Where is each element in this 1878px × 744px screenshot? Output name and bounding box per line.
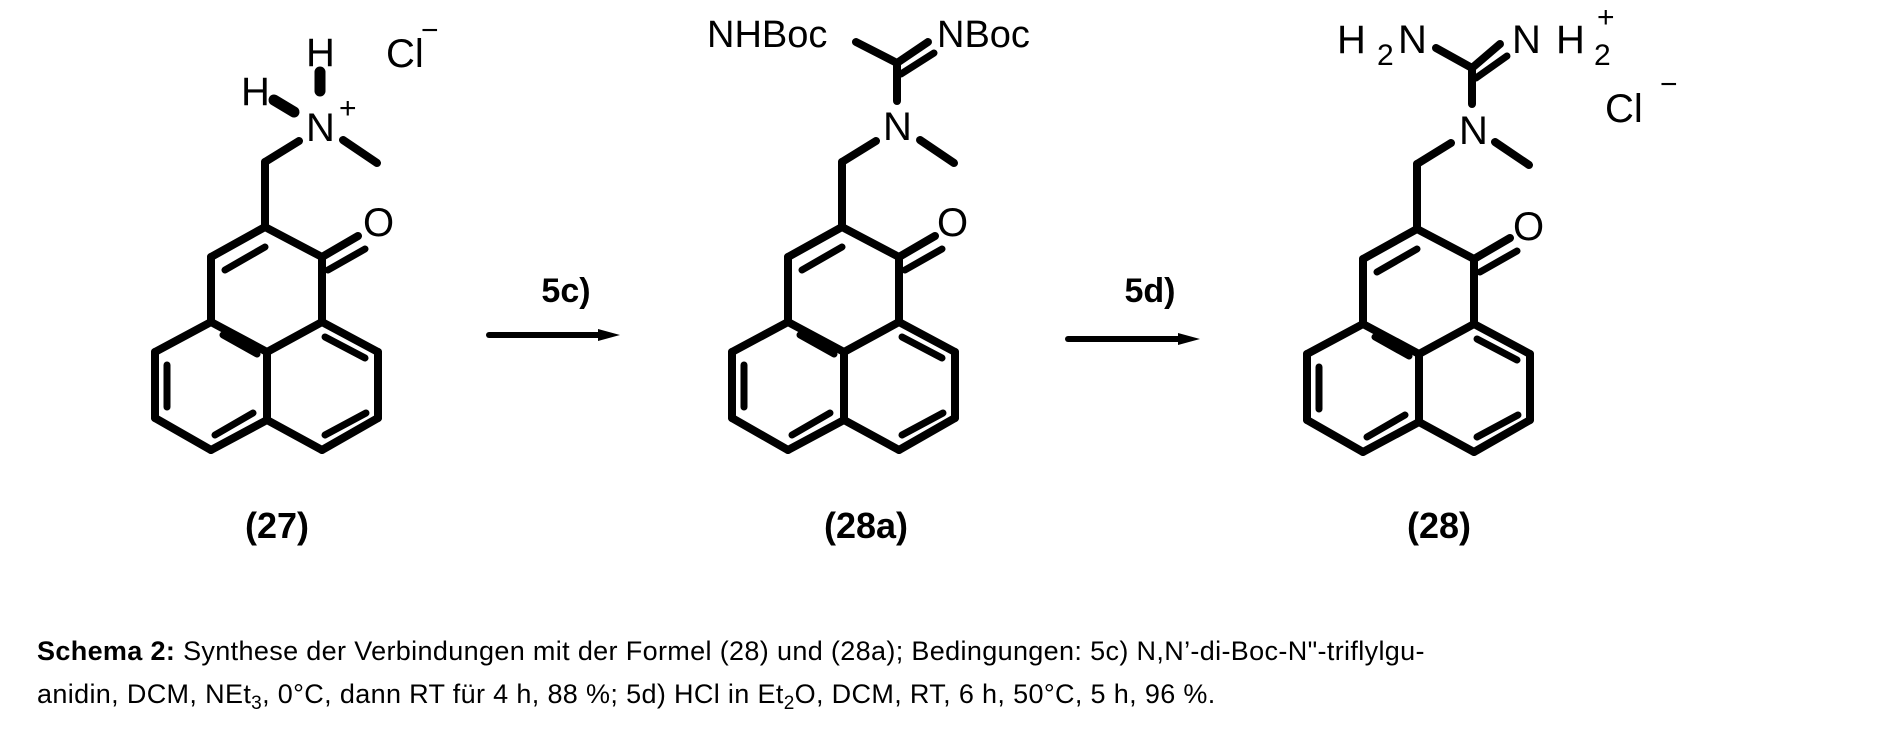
chloride-charge: − [1660, 68, 1678, 101]
scheme-caption: Schema 2: Synthese der Verbindungen mit … [37, 630, 1837, 716]
compound-28a: O N NHBoc NBoc (28a) [707, 14, 1030, 546]
condition-label-5d: 5d) [1125, 272, 1176, 310]
nboc-group: NBoc [937, 14, 1030, 56]
amino-group: H 2 N [1337, 18, 1427, 72]
ammonium-charge: + [339, 92, 357, 125]
arrowhead-icon [1178, 333, 1200, 345]
reaction-scheme: O N + H H Cl − (27) 5c) O N NHBoc NBoc (… [0, 1, 1678, 546]
caption-text-2a: anidin, DCM, NEt [37, 679, 252, 709]
caption-lead: Schema 2: [37, 636, 176, 666]
compound-label-27: (27) [245, 505, 309, 546]
iminium-group: N H 2 + [1512, 1, 1615, 72]
arrowhead-icon [598, 329, 620, 341]
reaction-arrow-5c: 5c) [486, 272, 620, 341]
hydrogen-left: H [241, 70, 270, 114]
caption-line-1: Schema 2: Synthese der Verbindungen mit … [37, 630, 1837, 673]
caption-text-1: Synthese der Verbindungen mit der Formel… [175, 636, 1425, 666]
compound-label-28: (28) [1407, 505, 1471, 546]
condition-label-5c: 5c) [541, 272, 590, 310]
compound-label-28a: (28a) [824, 505, 908, 546]
compound-27: O N + H H Cl − (27) [155, 14, 439, 546]
chloride-charge: − [421, 14, 439, 47]
carbonyl-oxygen: O [937, 201, 968, 245]
carbonyl-oxygen: O [1513, 205, 1544, 249]
amine-nitrogen: N [1459, 109, 1488, 153]
caption-subscript-2: 2 [783, 693, 795, 714]
caption-text-2b: , 0°C, dann RT für 4 h, 88 %; 5d) HCl in… [262, 679, 784, 709]
nhboc-group: NHBoc [707, 14, 827, 56]
chloride-symbol: Cl [1605, 87, 1643, 131]
caption-text-2c: O, DCM, RT, 6 h, 50°C, 5 h, 96 %. [794, 679, 1216, 709]
reaction-arrow-5d: 5d) [1065, 272, 1200, 345]
amine-nitrogen: N [883, 105, 912, 149]
carbonyl-oxygen: O [363, 201, 394, 245]
caption-subscript-3: 3 [251, 693, 263, 714]
compound-28: O N H 2 N N H 2 + Cl − (28) [1307, 1, 1678, 546]
chloride-symbol: Cl [386, 32, 424, 76]
caption-line-2: anidin, DCM, NEt3, 0°C, dann RT für 4 h,… [37, 673, 1837, 716]
hash-bond-left [268, 94, 300, 118]
ammonium-nitrogen: N [306, 106, 335, 150]
